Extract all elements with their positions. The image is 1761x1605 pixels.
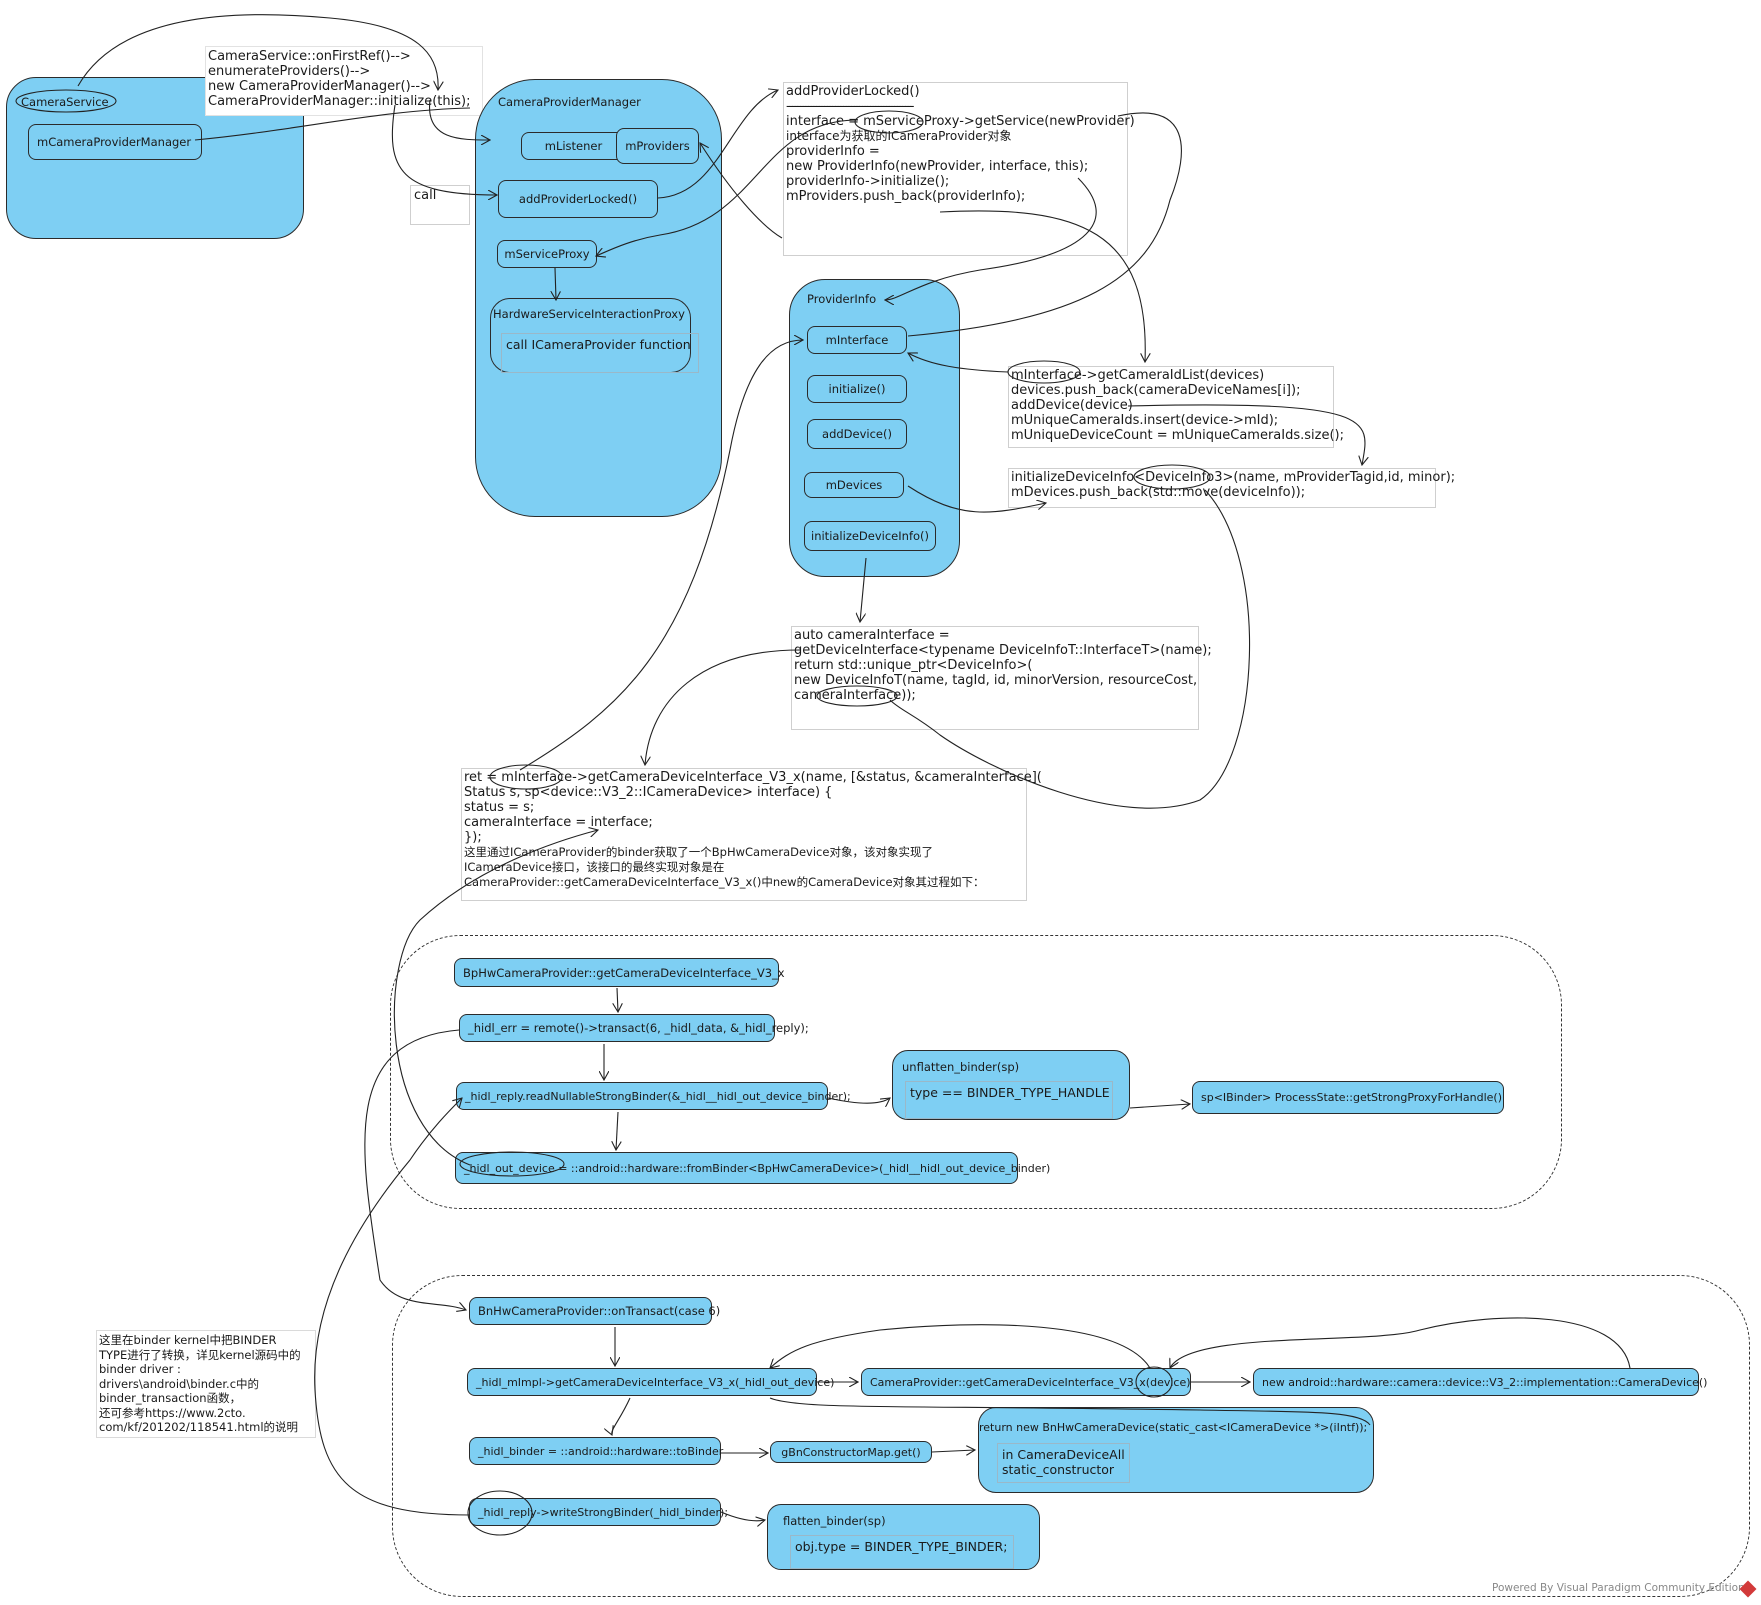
get-strong-proxy-for-handle[interactable]: sp<IBinder> ProcessState::getStrongProxy… [1192, 1081, 1504, 1114]
unflatten-binder-inner: type == BINDER_TYPE_HANDLE [905, 1081, 1113, 1119]
m-devices-field[interactable]: mDevices [804, 472, 904, 498]
gbn-constructor-map-get[interactable]: gBnConstructorMap.get() [770, 1441, 932, 1463]
m-service-proxy-field[interactable]: mServiceProxy [497, 240, 597, 268]
get-device-interface-note: ret = mInterface->getCameraDeviceInterfa… [461, 768, 1042, 901]
bn-on-transact[interactable]: BnHwCameraProvider::onTransact(case 6) [469, 1297, 720, 1325]
binder-kernel-note: 这里在binder kernel中把BINDER TYPE进行了转换，详见ker… [96, 1330, 316, 1438]
bp-get-camera-device-interface[interactable]: BpHwCameraProvider::getCameraDeviceInter… [454, 958, 785, 987]
add-device-note: initializeDeviceInfo<DeviceInfo3>(name, … [1008, 468, 1455, 508]
call-label-note: call [410, 185, 470, 225]
flatten-binder-box[interactable]: flatten_binder(sp) obj.type = BINDER_TYP… [767, 1504, 1040, 1570]
device-info-note: auto cameraInterface = getDeviceInterfac… [791, 626, 1212, 730]
unflatten-binder-title: unflatten_binder(sp) [902, 1060, 1020, 1074]
unflatten-binder-box[interactable]: unflatten_binder(sp) type == BINDER_TYPE… [892, 1050, 1130, 1120]
return-bn-hw-inner: in CameraDeviceAll static_constructor [997, 1443, 1130, 1483]
add-provider-locked-note: addProviderLocked() --------------------… [783, 82, 1135, 256]
first-ref-note: CameraService::onFirstRef()--> enumerate… [205, 46, 483, 116]
return-bn-hw-camera-device-title: return new BnHwCameraDevice(static_cast<… [979, 1421, 1368, 1434]
initialize-method[interactable]: initialize() [807, 375, 907, 403]
m-providers-field[interactable]: mProviders [616, 128, 699, 164]
camera-service-box[interactable]: CameraService mCameraProviderManager [6, 77, 304, 239]
hw-proxy-title: HardwareServiceInteractionProxy [493, 307, 685, 321]
to-binder-call[interactable]: _hidl_binder = ::android::hardware::toBi… [469, 1437, 723, 1465]
camera-provider-manager-title: CameraProviderManager [498, 95, 641, 109]
m-interface-field[interactable]: mInterface [807, 326, 907, 354]
provider-info-box[interactable]: ProviderInfo mInterface initialize() add… [789, 279, 960, 577]
impl-get-camera-device-interface[interactable]: _hidl_mImpl->getCameraDeviceInterface_V3… [467, 1368, 834, 1396]
write-strong-binder[interactable]: _hidl_reply->writeStrongBinder(_hidl_bin… [469, 1498, 728, 1526]
m-listener-field[interactable]: mListener [521, 132, 626, 160]
add-provider-locked-method[interactable]: addProviderLocked() [498, 180, 658, 218]
hw-service-interaction-proxy-box[interactable]: HardwareServiceInteractionProxy call ICa… [490, 298, 699, 373]
provider-info-title: ProviderInfo [807, 292, 877, 306]
camera-provider-manager-box[interactable]: CameraProviderManager mListener mProvide… [475, 79, 722, 517]
initialize-note: mInterface->getCameraIdList(devices) dev… [1008, 366, 1344, 448]
connector-devinfo-to-getdevice [645, 649, 801, 765]
new-camera-device[interactable]: new android::hardware::camera::device::V… [1253, 1368, 1707, 1396]
read-nullable-strong-binder[interactable]: _hidl_reply.readNullableStrongBinder(&_h… [456, 1082, 851, 1110]
initialize-device-info-method[interactable]: initializeDeviceInfo() [804, 521, 936, 551]
flatten-binder-inner: obj.type = BINDER_TYPE_BINDER; [790, 1535, 1014, 1569]
camera-service-title: CameraService [21, 95, 109, 109]
hw-proxy-inner: call ICameraProvider function [501, 333, 699, 373]
add-device-method[interactable]: addDevice() [807, 419, 907, 449]
camera-provider-get-device-interface[interactable]: CameraProvider::getCameraDeviceInterface… [861, 1368, 1191, 1396]
return-bn-hw-camera-device-box[interactable]: return new BnHwCameraDevice(static_cast<… [978, 1407, 1374, 1493]
from-binder-call[interactable]: _hidl_out_device = ::android::hardware::… [455, 1152, 1050, 1184]
footer-credit: Powered By Visual Paradigm Community Edi… [1492, 1582, 1745, 1594]
flatten-binder-title: flatten_binder(sp) [783, 1514, 886, 1528]
remote-transact-call[interactable]: _hidl_err = remote()->transact(6, _hidl_… [459, 1014, 809, 1042]
camera-provider-manager-member[interactable]: mCameraProviderManager [28, 124, 202, 160]
